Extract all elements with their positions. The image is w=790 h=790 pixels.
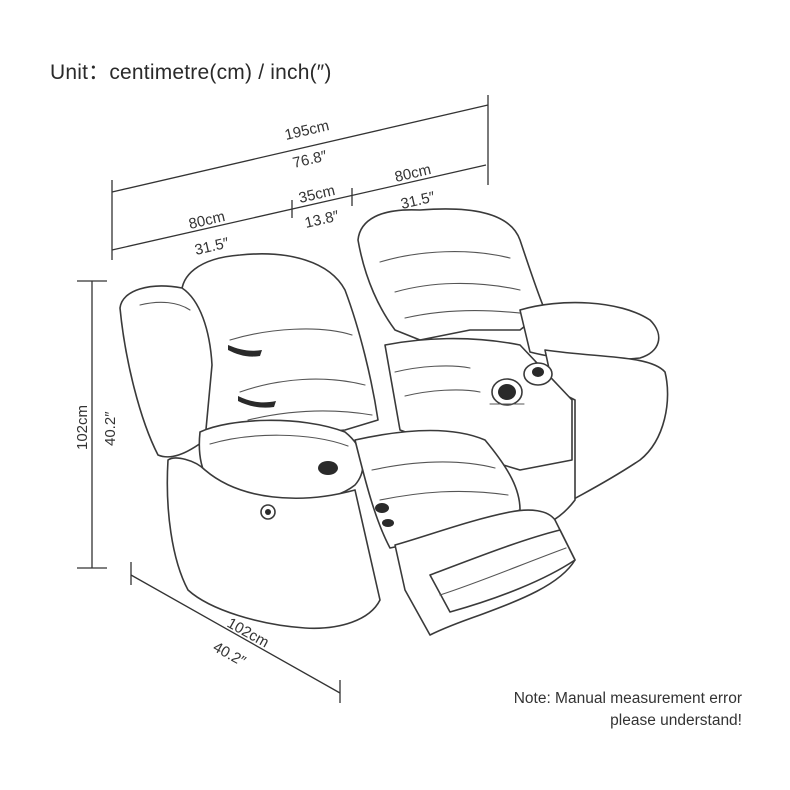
total-width-line [111, 104, 489, 193]
total-width-cm-label: 195cm [283, 117, 331, 144]
seat-left-in-label: 31.5″ [193, 234, 231, 258]
seat-right-cm-label: 80cm [393, 161, 433, 186]
depth-in-label: 40.2″ [210, 639, 249, 671]
measurement-note: Note: Manual measurement error please un… [514, 688, 742, 732]
seat-left-cm-label: 80cm [187, 208, 227, 233]
height-in-label: 40.2″ [102, 411, 119, 446]
note-line-1: Note: Manual measurement error [513, 690, 742, 707]
unit-title: Unit：centimetre(cm) / inch(″) [50, 61, 332, 84]
note-line-2: please understand! [610, 712, 742, 729]
console-in-label: 13.8″ [303, 207, 341, 231]
segment-width-line [111, 164, 487, 251]
height-cm-label: 102cm [74, 405, 91, 450]
sofa-illustration [119, 208, 669, 636]
total-width-in-label: 76.8″ [291, 147, 329, 171]
depth-line [130, 574, 341, 694]
console-cm-label: 35cm [297, 182, 337, 207]
